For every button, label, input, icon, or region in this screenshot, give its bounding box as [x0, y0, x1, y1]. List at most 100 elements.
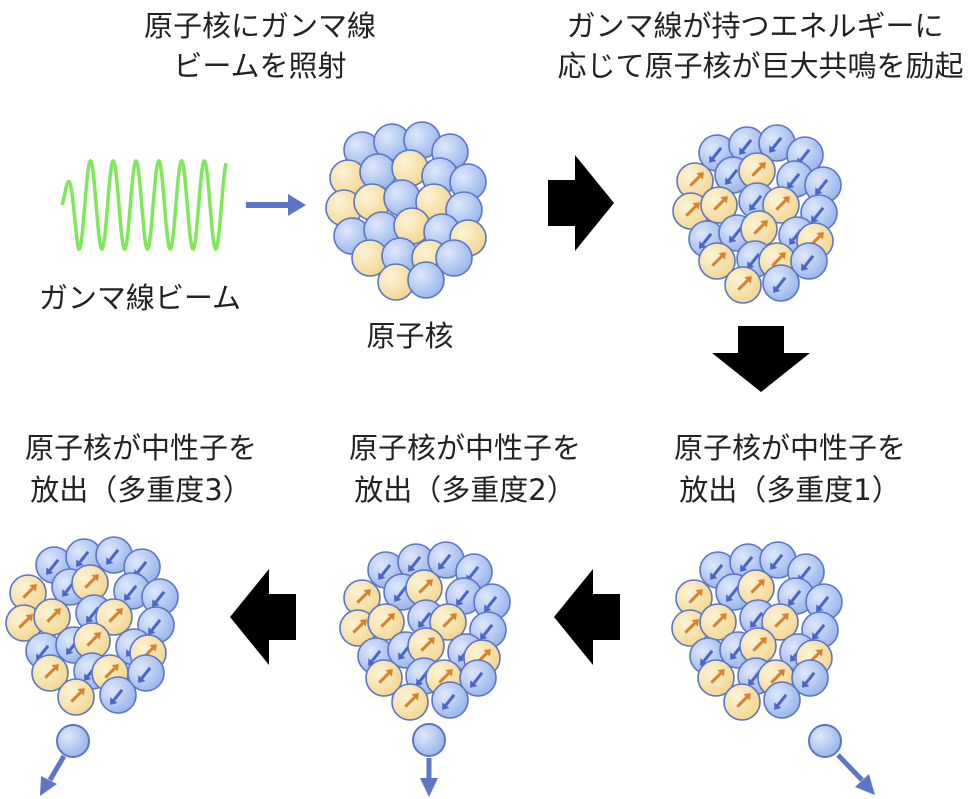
proton-motion-arrow	[685, 205, 697, 217]
nucleus-multiplicity-3	[5, 536, 179, 716]
neutron-motion-arrow	[370, 649, 382, 663]
motion-arrowhead	[483, 649, 491, 657]
motion-arrowhead	[726, 594, 734, 602]
motion-arrowhead	[758, 162, 766, 170]
proton-motion-arrow	[418, 582, 430, 594]
neutron-motion-arrow	[776, 693, 788, 707]
motion-arrowhead	[695, 589, 703, 597]
step-arrow-right-icon	[548, 155, 614, 251]
motion-arrowhead	[115, 608, 123, 616]
motion-arrowhead	[51, 664, 59, 672]
proton-motion-arrow	[46, 611, 58, 623]
motion-arrowhead	[106, 557, 114, 565]
proton-motion-arrow	[771, 255, 783, 267]
neutron-motion-arrow	[112, 688, 124, 702]
motion-arrowhead	[692, 202, 700, 210]
neutron-motion-arrow	[804, 671, 816, 685]
proton-motion-arrow	[18, 617, 30, 629]
motion-arrowhead	[378, 572, 386, 580]
proton-motion-arrow	[44, 667, 56, 679]
motion-arrowhead	[66, 647, 74, 655]
neutron-motion-arrow	[136, 560, 148, 574]
motion-arrowhead	[442, 702, 450, 710]
nucleus-label: 原子核	[366, 319, 454, 353]
proton-motion-arrow	[684, 622, 696, 634]
neutron-motion-arrow	[818, 595, 830, 609]
motion-arrowhead	[76, 559, 84, 567]
motion-arrowhead	[717, 669, 725, 677]
neutron-motion-arrow	[396, 585, 408, 599]
motion-arrowhead	[777, 669, 785, 677]
motion-arrowhead	[149, 644, 157, 652]
neutron-motion-arrow	[140, 666, 152, 680]
motion-arrowhead	[416, 678, 424, 686]
motion-arrowhead	[427, 637, 435, 645]
proton-motion-arrow	[104, 667, 116, 679]
motion-arrowhead	[759, 637, 767, 645]
step2-title-line2: 応じて原子核が巨大共鳴を励起	[557, 49, 964, 83]
proton-motion-arrow	[84, 577, 96, 589]
step1-title-line2: ビームを照射	[173, 49, 347, 83]
motion-arrowhead	[743, 693, 751, 701]
step-arrow-down-icon	[712, 326, 810, 392]
motion-arrowhead	[757, 579, 765, 587]
neutron-motion-arrow	[48, 558, 60, 572]
motion-arrowhead	[787, 181, 795, 189]
motion-arrowhead	[93, 632, 101, 640]
emit3-title-line2: 放出（多重度3）	[30, 473, 252, 507]
neutron-motion-arrow	[813, 206, 825, 220]
neutron-motion-arrow	[789, 172, 801, 186]
proton-motion-arrow	[404, 696, 416, 708]
neutron-motion-arrow	[420, 611, 432, 625]
motion-arrowhead	[53, 608, 61, 616]
motion-arrowhead	[152, 599, 160, 607]
step2-title-line1: ガンマ線が持つエネルギーに	[566, 9, 944, 43]
proton-motion-arrow	[710, 672, 722, 684]
proton-motion-arrow	[737, 279, 749, 291]
emitted-neutron-2	[412, 723, 446, 797]
motion-arrowhead	[411, 693, 419, 701]
proton-motion-arrow	[442, 616, 454, 628]
motion-arrowhead	[760, 220, 768, 228]
proton-motion-arrow	[378, 672, 390, 684]
nucleus-multiplicity-2	[339, 541, 511, 721]
motion-arrowhead	[484, 604, 492, 612]
neutron-motion-arrow	[486, 595, 498, 609]
motion-arrowhead	[408, 564, 416, 572]
neutron-motion-arrow	[814, 623, 826, 637]
motion-arrowhead	[802, 680, 810, 688]
proton-motion-arrow	[689, 175, 701, 187]
motion-arrowhead	[739, 147, 747, 155]
motion-arrowhead	[124, 593, 132, 601]
motion-arrowhead	[747, 261, 755, 269]
proton-motion-arrow	[108, 611, 120, 623]
motion-arrowhead	[385, 669, 393, 677]
neutron-motion-arrow	[772, 553, 784, 567]
motion-arrowhead	[445, 669, 453, 677]
proton-motion-arrow	[751, 165, 763, 177]
proton-motion-arrow	[713, 199, 725, 211]
neutron-motion-arrow	[468, 565, 480, 579]
proton-motion-arrow	[420, 640, 432, 652]
proton-motion-arrow	[774, 616, 786, 628]
motion-arrowhead	[801, 263, 809, 271]
motion-arrowhead	[811, 215, 819, 223]
motion-arrowhead	[719, 613, 727, 621]
proton-motion-arrow	[750, 582, 762, 594]
neutron-motion-arrow	[702, 649, 714, 663]
motion-arrowhead	[425, 579, 433, 587]
motion-arrowhead	[387, 613, 395, 621]
neutron-motion-arrow	[751, 194, 763, 208]
motion-arrowhead	[816, 232, 824, 240]
motion-arrowhead	[86, 615, 94, 623]
motion-arrowhead	[110, 697, 118, 705]
step1-title-line1: 原子核にガンマ線	[143, 9, 376, 43]
motion-arrowhead	[815, 649, 823, 657]
neutron-motion-arrow	[711, 146, 723, 160]
proton-motion-arrow	[712, 616, 724, 628]
motion-arrowhead	[363, 589, 371, 597]
motion-arrowhead	[769, 145, 777, 153]
motion-arrowhead	[812, 632, 820, 640]
motion-arrowhead	[62, 589, 70, 597]
motion-arrowhead	[789, 237, 797, 245]
